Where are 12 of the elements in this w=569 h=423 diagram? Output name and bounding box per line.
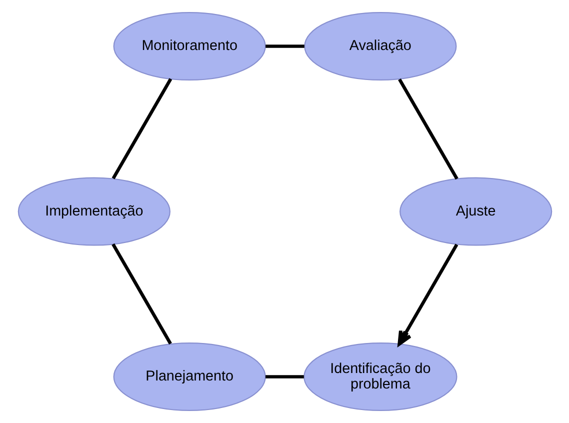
node-ellipse: Implementação <box>17 177 170 246</box>
connector <box>111 78 172 180</box>
node-ellipse: Ajuste <box>399 177 552 246</box>
node-ellipse: Planejamento <box>112 342 266 412</box>
connector <box>265 44 304 48</box>
connector <box>265 375 304 378</box>
arrow <box>397 244 458 346</box>
connector <box>398 78 458 180</box>
connector <box>111 243 172 345</box>
node-ellipse: Avaliação <box>304 12 456 81</box>
node-ellipse: Monitoramento <box>112 12 266 81</box>
node-ellipse: Identificação do problema <box>303 342 457 412</box>
